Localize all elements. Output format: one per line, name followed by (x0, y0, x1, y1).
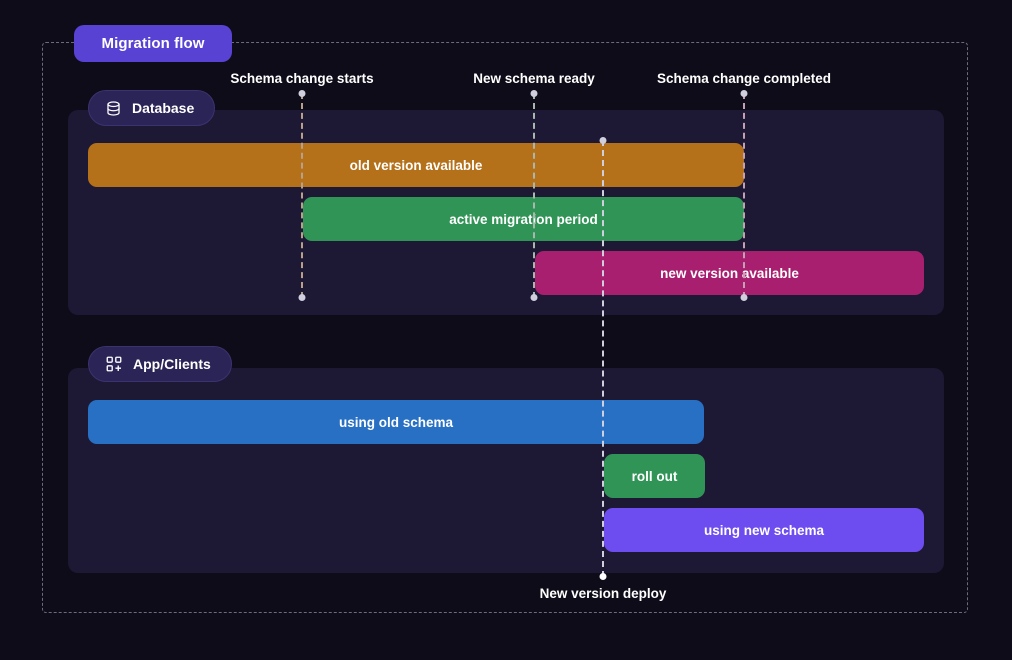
bar-label-using-old-schema: using old schema (338, 414, 454, 430)
milestone-dot-top-new-version-deploy (599, 137, 607, 144)
milestone-line-new-schema-ready (533, 93, 535, 298)
bar-old-version-available: old version available (88, 143, 744, 187)
lane-badge-label-app-clients: App/Clients (133, 356, 211, 372)
bar-label-old-version-available: old version available (349, 157, 483, 173)
milestone-new-version-deploy: New version deploy (540, 137, 666, 601)
migration-flow-title-badge: Migration flow (74, 25, 232, 62)
milestone-label-new-schema-ready: New schema ready (473, 71, 595, 86)
milestone-line-schema-change-completed (743, 93, 745, 298)
milestone-line-schema-change-starts (301, 93, 303, 298)
milestone-new-schema-ready: New schema ready (473, 71, 595, 301)
milestone-dot-top-new-schema-ready (530, 90, 538, 97)
bar-label-using-new-schema: using new schema (703, 522, 825, 538)
lane-badge-database: Database (88, 90, 216, 126)
milestone-dot-bottom-schema-change-starts (298, 294, 306, 301)
milestone-schema-change-completed: Schema change completed (657, 71, 831, 301)
bar-label-active-migration-period: active migration period (449, 211, 598, 227)
milestone-label-schema-change-completed: Schema change completed (656, 71, 832, 86)
milestone-dot-bottom-new-version-deploy (599, 573, 607, 580)
bar-new-version-available: new version available (535, 251, 924, 295)
lane-badge-app-clients: App/Clients (88, 346, 232, 382)
bar-using-new-schema: using new schema (604, 508, 924, 552)
bar-label-roll-out: roll out (631, 468, 678, 484)
bar-roll-out: roll out (604, 454, 705, 498)
bar-using-old-schema: using old schema (88, 400, 704, 444)
milestone-label-schema-change-starts: Schema change starts (230, 71, 374, 86)
diagram-outer-frame (42, 42, 968, 613)
bar-label-new-version-available: new version available (660, 265, 799, 281)
milestone-dot-bottom-schema-change-completed (740, 294, 748, 301)
milestone-schema-change-starts: Schema change starts (230, 71, 374, 301)
app-grid-plus-icon (105, 355, 123, 373)
milestone-dot-top-schema-change-starts (298, 90, 306, 97)
lane-badge-label-database: Database (132, 100, 195, 116)
database-icon (105, 100, 122, 117)
bar-active-migration-period: active migration period (303, 197, 744, 241)
milestone-line-new-version-deploy (602, 140, 604, 577)
page-title: Migration flow (101, 35, 205, 52)
milestone-dot-bottom-new-schema-ready (530, 294, 538, 301)
milestone-dot-top-schema-change-completed (740, 90, 748, 97)
milestone-label-new-version-deploy: New version deploy (539, 586, 667, 601)
